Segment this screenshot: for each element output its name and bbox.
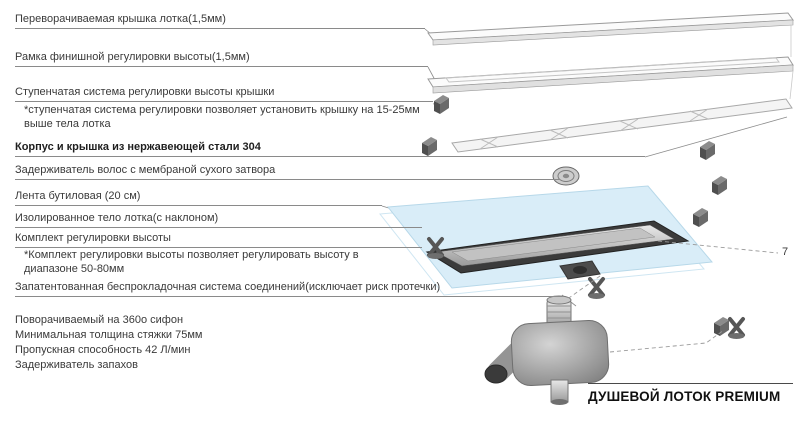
label-steel-body: Корпус и крышка из нержавеющей стали 304: [15, 141, 645, 157]
label-step-system: Ступенчатая система регулировки высоты к…: [15, 86, 433, 102]
spec-odor-trap: Задерживатель запахов: [15, 358, 138, 371]
drain-channel-shape: [425, 220, 690, 274]
label-flip-cover: Переворачиваемая крышка лотка(1,5мм): [15, 13, 425, 29]
height-frame-shape: [427, 56, 794, 94]
hair-catcher-shape: [552, 166, 580, 186]
product-title: ДУШЕВОЙ ЛОТОК PREMIUM: [588, 383, 793, 404]
note-step-system: *ступенчатая система регулировки позволя…: [24, 104, 420, 130]
note-height-kit: *Комплект регулировки высоты позволяет р…: [24, 249, 359, 275]
label-height-kit: Комплект регулировки высоты: [15, 232, 422, 248]
label-insulated-body: Изолированное тело лотка(с наклоном): [15, 212, 422, 228]
drain-outlet-shape: [559, 260, 601, 280]
spec-screed-thickness: Минимальная толщина стяжки 75мм: [15, 328, 203, 341]
spec-siphon-rotation: Поворачиваемый на 360o сифон: [15, 314, 184, 326]
label-finish-frame: Рамка финишной регулировки высоты(1,5мм): [15, 51, 428, 67]
siphon-shape: [484, 295, 610, 405]
siphon-spec-list: Поворачиваемый на 360o сифон Минимальная…: [15, 313, 202, 372]
label-hair-trap: Задерживатель волос с мембраной сухого з…: [15, 164, 560, 180]
spec-flow-capacity: Пропускная способность 42 Л/мин: [15, 343, 191, 356]
explode-guide-lines: [789, 25, 794, 100]
stepped-frame-shape: [451, 98, 793, 153]
tray-cover-shape: [427, 12, 794, 46]
label-sealless-joints: Запатентованная беспрокладочная система …: [15, 281, 562, 297]
callout-number: 7: [782, 246, 789, 258]
dashed-guide-lines: [565, 240, 779, 353]
label-butyl-tape: Лента бутиловая (20 см): [15, 190, 382, 206]
